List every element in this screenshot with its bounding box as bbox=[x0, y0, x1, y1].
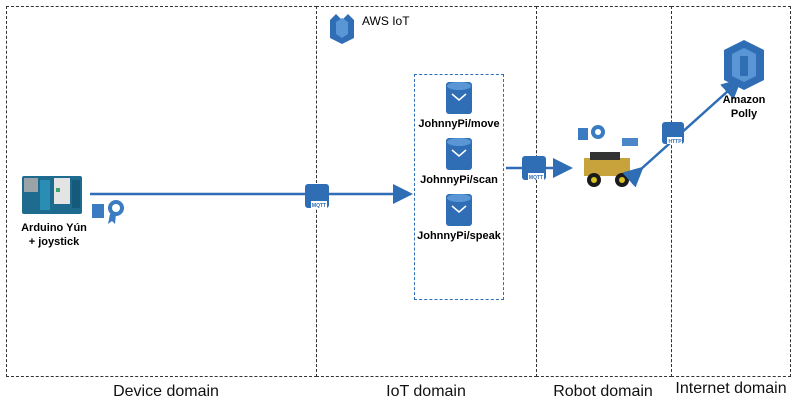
arduino-board-icon bbox=[22, 176, 82, 214]
certificate-icon bbox=[578, 125, 605, 140]
certificate-icon bbox=[92, 200, 124, 224]
topic-label-speak: JohnnyPi/speak bbox=[417, 230, 501, 242]
mqtt-badge-label: MQTT bbox=[529, 175, 543, 181]
device-domain-label: Device domain bbox=[113, 383, 219, 400]
polly-label-line1: Amazon bbox=[722, 94, 766, 106]
device-label-line2: + joystick bbox=[28, 236, 80, 248]
internet-domain-label: Internet domain bbox=[675, 380, 787, 397]
http-badge-label: HTTP bbox=[668, 139, 682, 145]
aws-iot-label: AWS IoT bbox=[362, 14, 410, 28]
robot-polly-arrow bbox=[622, 78, 742, 188]
iot-domain-label: IoT domain bbox=[386, 383, 466, 400]
mqtt-badge-label: MQTT bbox=[312, 203, 326, 209]
http-icon bbox=[662, 122, 684, 144]
topic-icon bbox=[446, 194, 472, 226]
topics-group bbox=[414, 74, 504, 300]
aws-iot-icon bbox=[330, 14, 354, 44]
polly-label-line2: Polly bbox=[730, 108, 758, 120]
mqtt-icon bbox=[522, 156, 546, 180]
topic-icon bbox=[446, 138, 472, 170]
robot-car-icon bbox=[584, 138, 638, 187]
device-label-line1: Arduino Yún bbox=[21, 222, 87, 234]
topic-label-scan: JohnnyPi/scan bbox=[420, 174, 498, 186]
robot-domain-label: Robot domain bbox=[553, 383, 653, 400]
polly-icon bbox=[724, 40, 764, 90]
topic-icon bbox=[446, 82, 472, 114]
internet-domain-box bbox=[671, 6, 791, 377]
mqtt-icon bbox=[305, 184, 329, 208]
topic-label-move: JohnnyPi/move bbox=[418, 118, 500, 130]
